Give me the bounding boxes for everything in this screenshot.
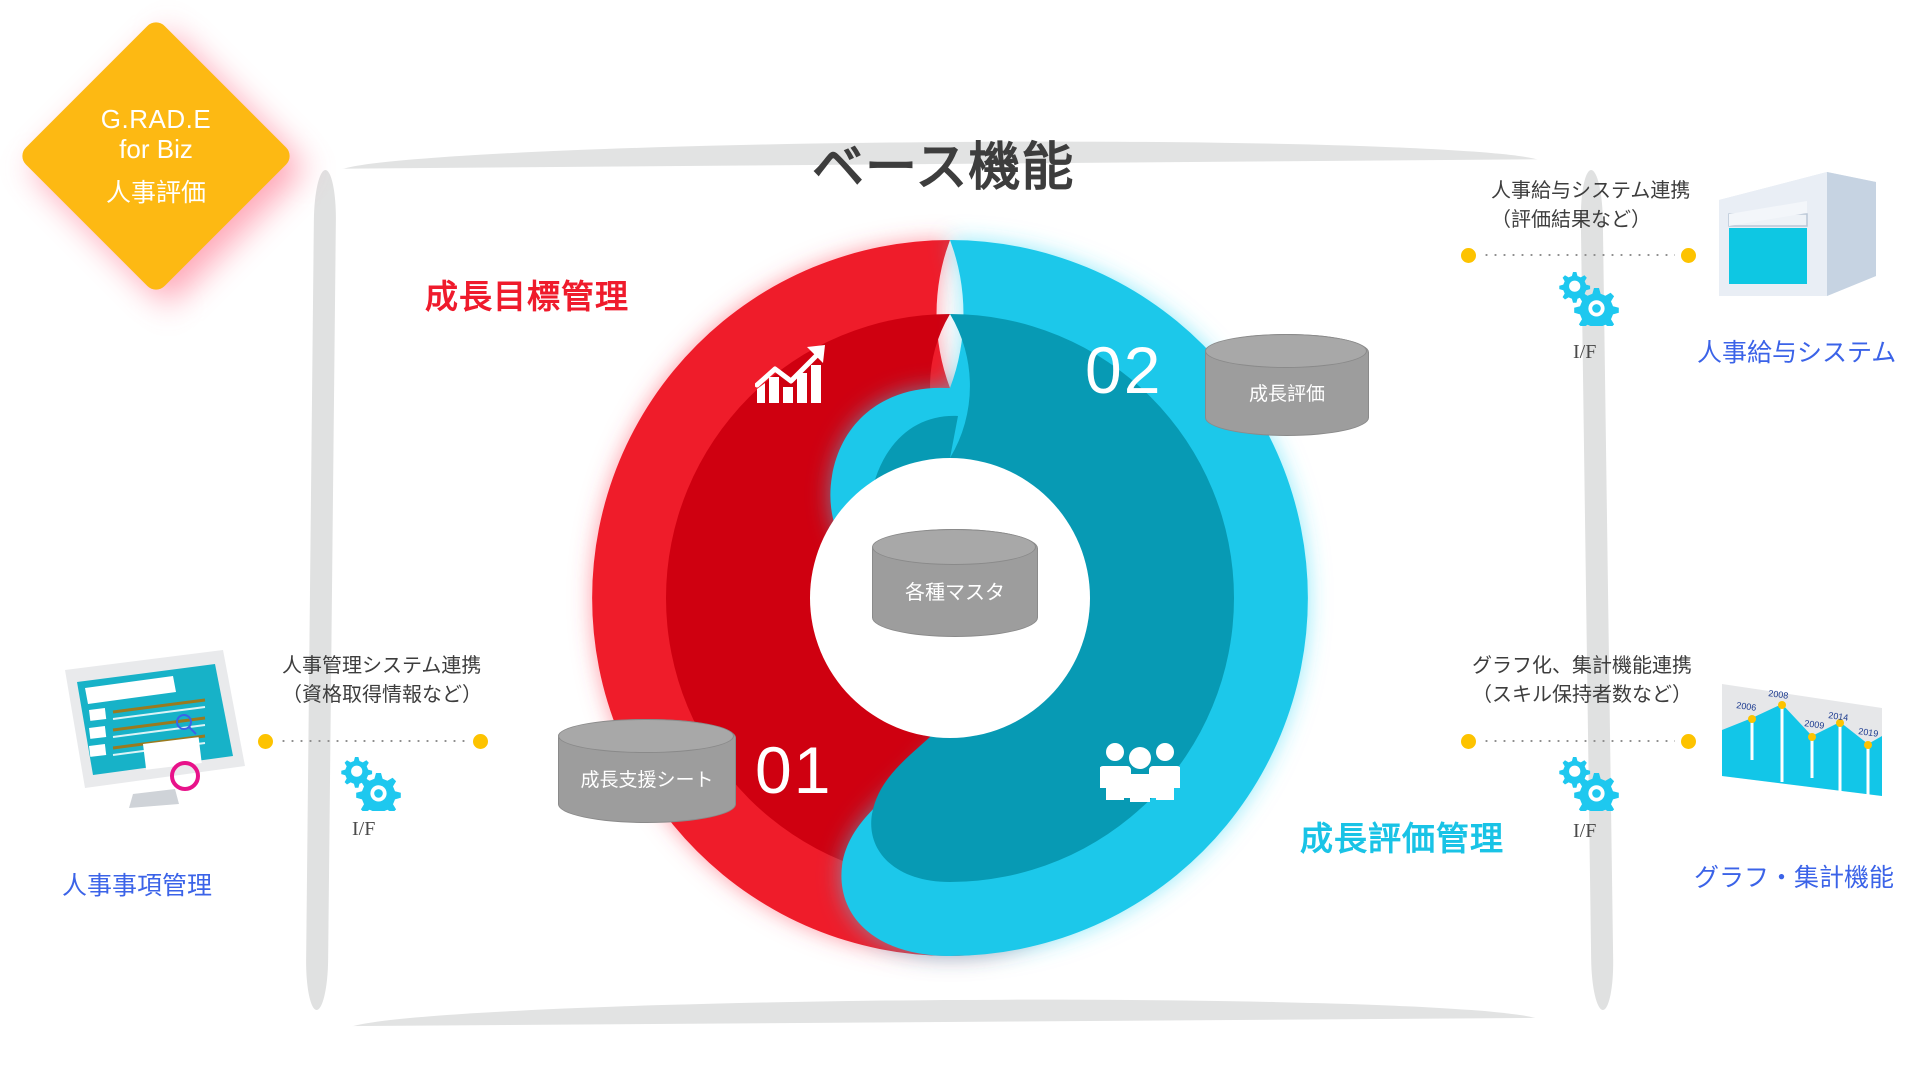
frame-left-bar <box>305 169 337 1011</box>
gears-icon <box>335 755 405 818</box>
red-ring-label: 成長目標管理 <box>425 278 629 315</box>
chart-tick-2008: 2008 <box>1768 688 1789 701</box>
cylinder-label: 成長支援シート <box>580 769 714 791</box>
caption-line-1: 人事管理システム連携 <box>282 655 482 677</box>
chart-tick-2006: 2006 <box>1736 700 1757 713</box>
frame-bottom-arc <box>346 996 1542 1030</box>
caption-line-1: 人事給与システム連携 <box>1491 180 1691 202</box>
caption-line-2: （スキル保持者数など） <box>1472 684 1692 706</box>
connector-dot-right <box>1681 247 1696 263</box>
caption-line-1: グラフ化、集計機能連携 <box>1472 655 1692 677</box>
chart-tick-2009: 2009 <box>1804 718 1825 731</box>
device-label-graph-aggregate: グラフ・集計機能 <box>1694 864 1895 892</box>
chart-tick-2019: 2019 <box>1858 726 1879 739</box>
if-label-graph-aggregate: I/F <box>1573 820 1597 842</box>
cylinder-label: 各種マスタ <box>905 581 1005 604</box>
server-icon <box>1715 168 1880 313</box>
bar-chart-arrow-icon <box>754 343 833 405</box>
device-label-payroll-system: 人事給与システム <box>1697 339 1897 367</box>
connector-dot-left <box>258 733 273 749</box>
step-number-01: 01 <box>755 733 833 807</box>
connector-graph-aggregate <box>1461 733 1696 749</box>
interface-caption-graph-aggregate: グラフ化、集計機能連携 （スキル保持者数など） <box>1472 652 1692 710</box>
device-label-hr-management: 人事事項管理 <box>62 872 213 900</box>
gears-icon <box>1553 755 1623 818</box>
database-cylinder-center: 各種マスタ <box>871 528 1038 637</box>
caption-line-2: （評価結果など） <box>1491 209 1651 231</box>
connector-dot-left <box>1461 733 1476 749</box>
connector-hr-management <box>258 733 488 749</box>
connector-dot-right <box>473 733 488 749</box>
step-number-02: 02 <box>1085 333 1163 407</box>
if-label-payroll-system: I/F <box>1573 341 1597 363</box>
page-title: ベース機能 <box>812 139 1075 197</box>
interface-caption-hr-management: 人事管理システム連携 （資格取得情報など） <box>282 652 482 710</box>
connector-payroll-system <box>1461 247 1696 263</box>
database-cylinder-eval: 成長評価 <box>1204 333 1369 436</box>
if-label-hr-management: I/F <box>352 818 376 840</box>
monitor-icon <box>55 648 250 808</box>
connector-dot-right <box>1681 733 1696 749</box>
database-cylinder-sheet: 成長支援シート <box>557 718 736 823</box>
people-group-icon <box>1099 740 1181 816</box>
chart-tick-2014: 2014 <box>1828 710 1849 723</box>
connector-dashes <box>279 740 467 742</box>
connector-dashes <box>1482 254 1675 256</box>
product-badge: G.RAD.E for Biz 人事評価 <box>17 17 308 308</box>
caption-line-2: （資格取得情報など） <box>282 684 482 706</box>
cyan-ring-label: 成長評価管理 <box>1300 820 1504 857</box>
interface-caption-payroll-system: 人事給与システム連携 （評価結果など） <box>1491 177 1690 235</box>
connector-dashes <box>1482 740 1675 742</box>
cylinder-label: 成長評価 <box>1248 383 1325 405</box>
connector-dot-left <box>1461 247 1476 263</box>
badge-diamond <box>17 17 295 295</box>
area-chart-icon: 2006 2008 2009 2014 2019 <box>1700 678 1890 813</box>
gears-icon <box>1553 270 1623 333</box>
